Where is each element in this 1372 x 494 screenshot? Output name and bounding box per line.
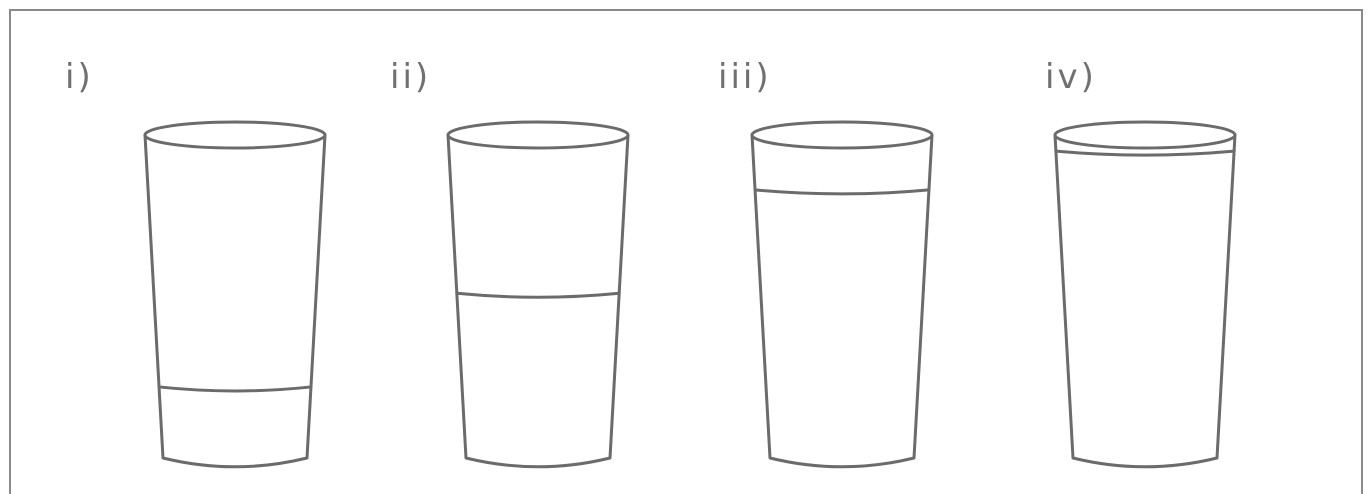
- water-level-4: [1054, 149, 1236, 157]
- glass-body-2: [446, 133, 630, 469]
- glass-2: ii): [390, 57, 630, 469]
- glass-rim-1: [143, 120, 327, 150]
- glass-rim-4: [1053, 120, 1237, 150]
- water-level-3: [753, 188, 931, 196]
- glass-rim-2: [446, 120, 630, 150]
- glass-4: iv): [1045, 57, 1237, 469]
- glass-label-1: i): [65, 57, 94, 97]
- glass-label-3: iii): [718, 57, 772, 97]
- glass-label-4: iv): [1045, 57, 1097, 97]
- glass-1: i): [65, 57, 327, 469]
- figure-border: [9, 9, 1363, 494]
- glass-body-1: [143, 133, 327, 469]
- water-level-2: [455, 291, 621, 299]
- water-level-1: [157, 385, 313, 393]
- glass-label-2: ii): [390, 57, 431, 97]
- glass-rim-3: [750, 120, 934, 150]
- glasses-group: i) ii) iii) iv): [65, 57, 1237, 469]
- glass-body-3: [750, 133, 934, 469]
- glass-body-4: [1053, 133, 1237, 469]
- glass-3: iii): [718, 57, 934, 469]
